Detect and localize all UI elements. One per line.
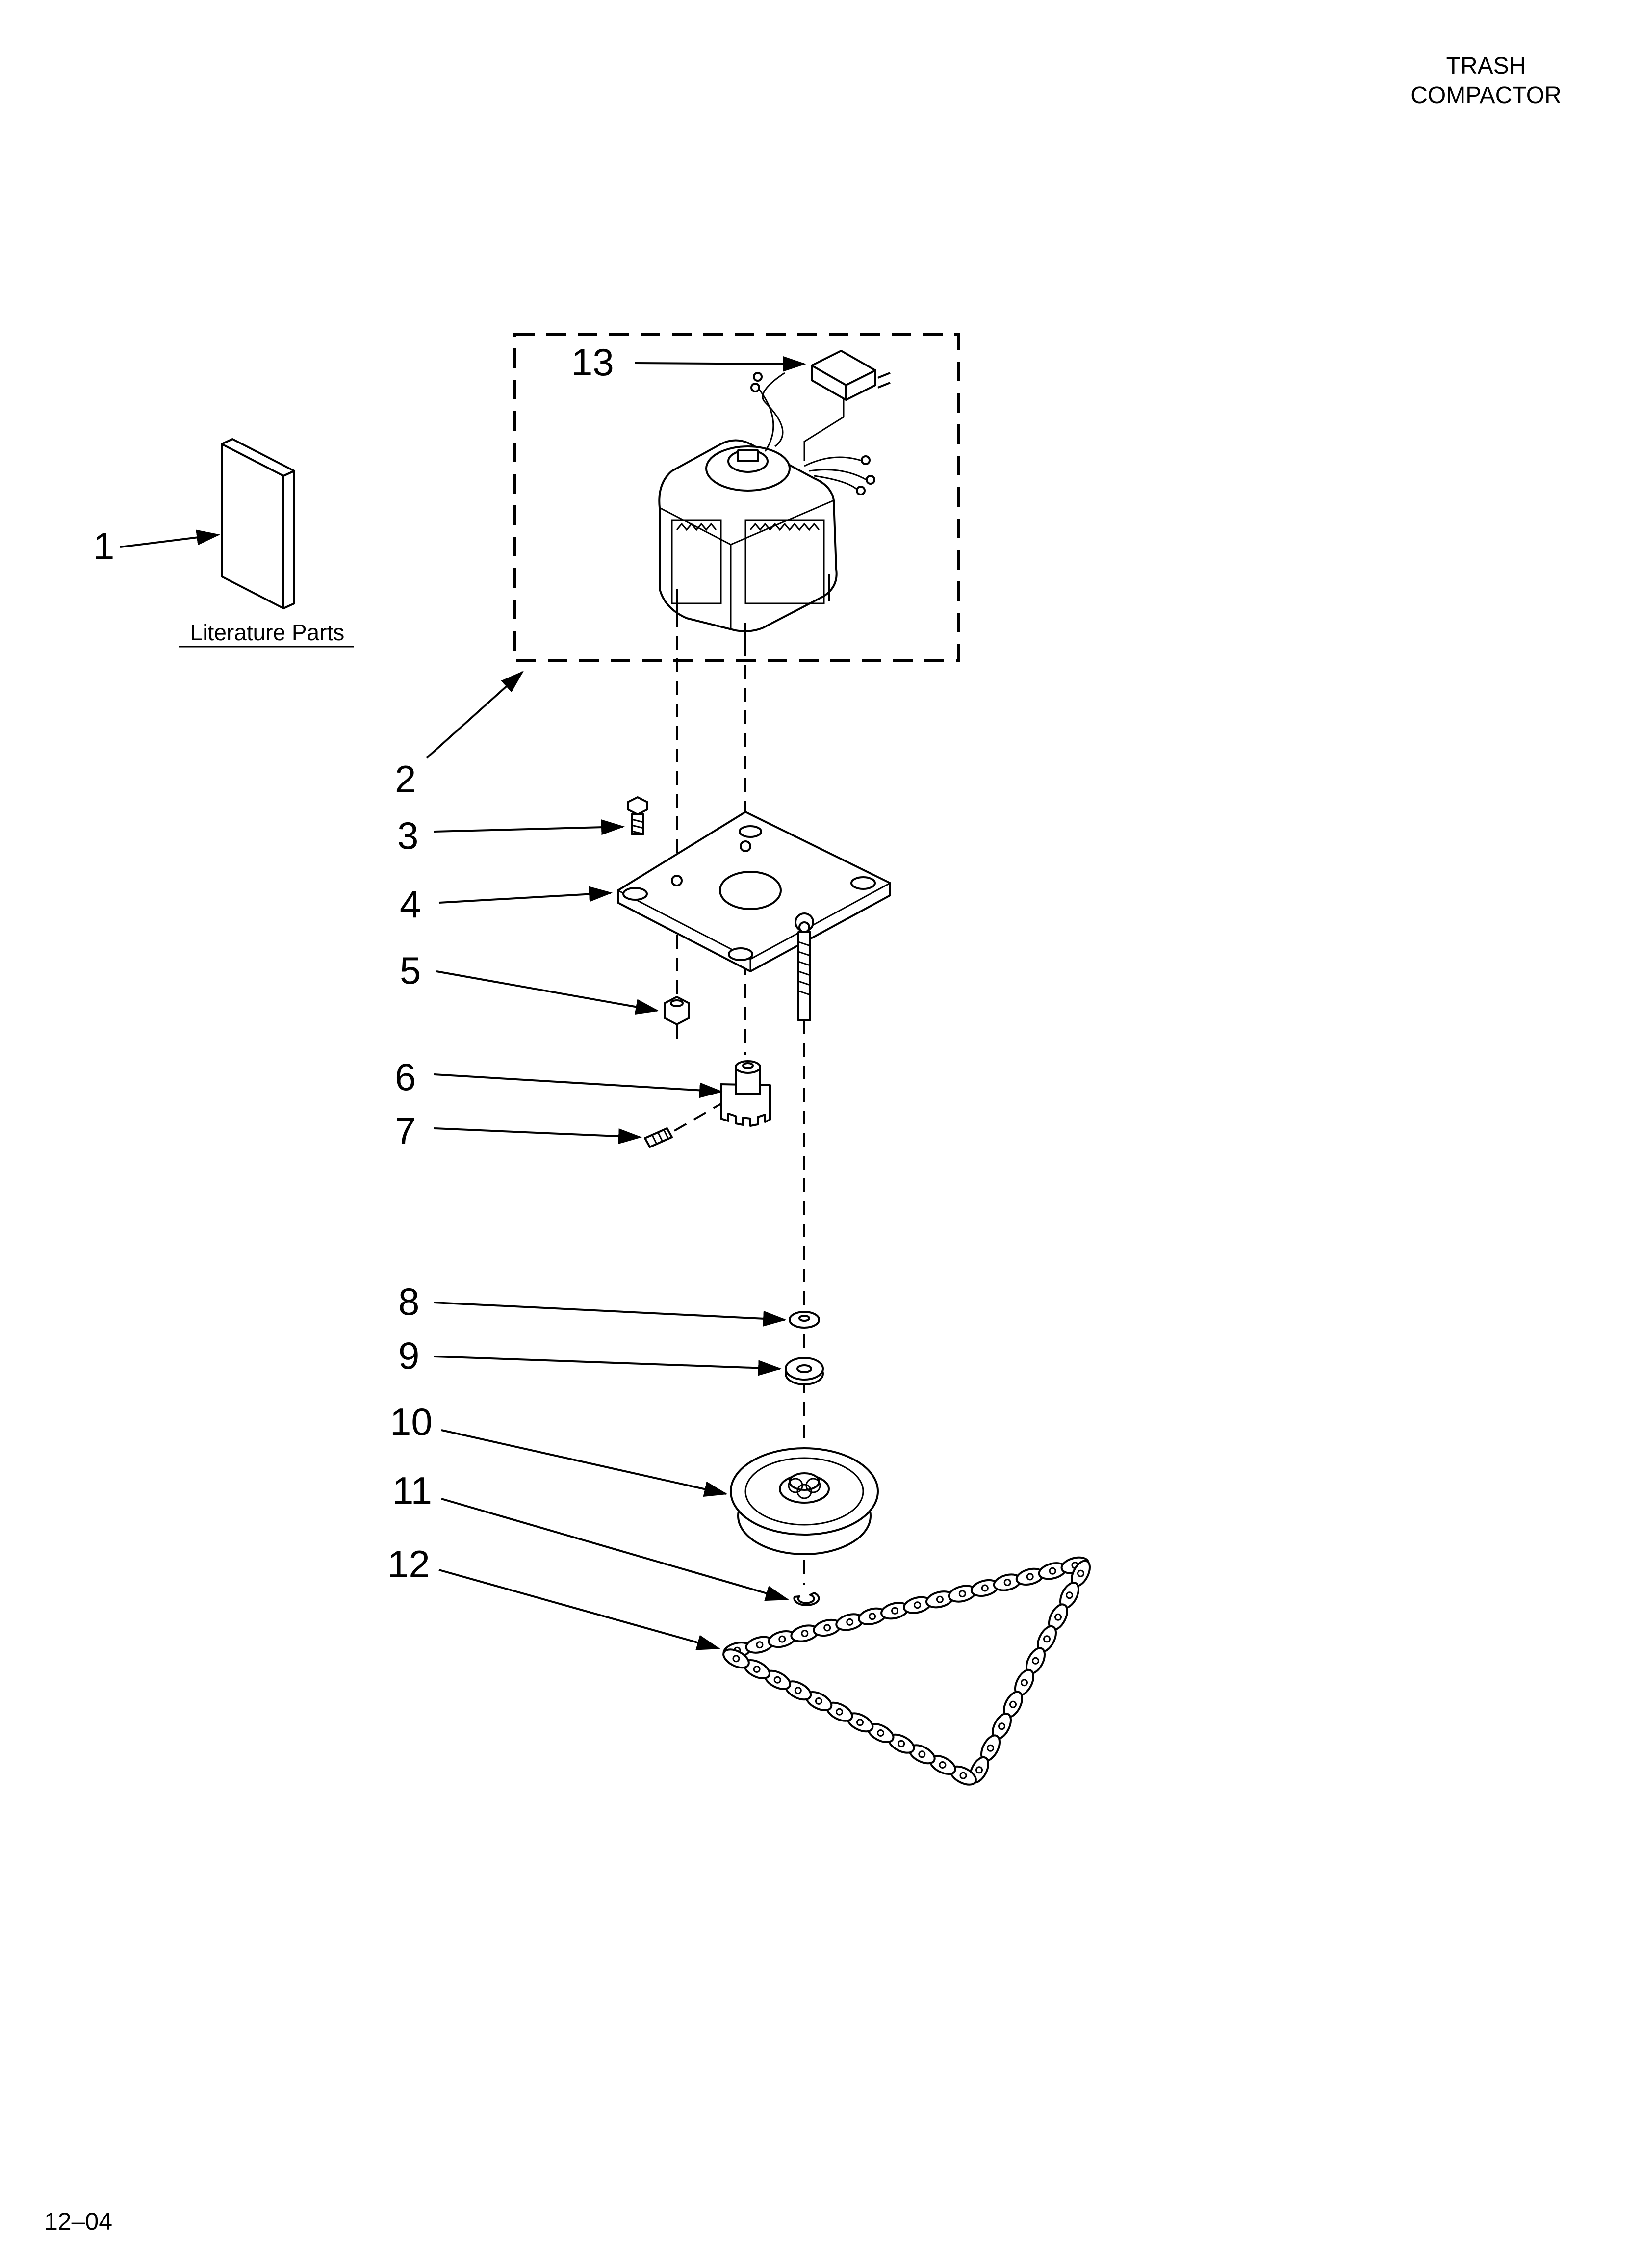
callout-7: 7 bbox=[395, 1109, 416, 1152]
chain-pin bbox=[856, 1719, 864, 1726]
chain-pin bbox=[939, 1761, 947, 1769]
callout-2: 2 bbox=[395, 757, 416, 801]
leader-12 bbox=[438, 1569, 720, 1650]
chain-pin bbox=[1049, 1567, 1056, 1575]
chain-pin bbox=[1066, 1591, 1073, 1599]
drive-gear bbox=[720, 1060, 771, 1127]
hex-nut bbox=[664, 996, 690, 1025]
callout-4: 4 bbox=[400, 883, 421, 926]
chain-pin bbox=[1054, 1613, 1062, 1621]
motor-mount-plate bbox=[617, 811, 891, 972]
callout-13: 13 bbox=[571, 340, 614, 384]
chain-pin bbox=[959, 1772, 967, 1779]
chain-pin bbox=[1009, 1700, 1017, 1708]
chain-pin bbox=[936, 1595, 944, 1603]
callout-5: 5 bbox=[400, 949, 421, 992]
chain-pin bbox=[756, 1641, 764, 1649]
chain-pin bbox=[918, 1750, 926, 1758]
motor-assembly-box bbox=[513, 333, 960, 662]
drive-motor bbox=[658, 439, 838, 643]
leader-2 bbox=[426, 671, 524, 759]
chain-pin bbox=[987, 1744, 994, 1752]
header-line-2: COMPACTOR bbox=[1411, 82, 1562, 108]
motor-switch bbox=[811, 350, 891, 401]
chain-pin bbox=[794, 1687, 802, 1694]
chain-pin bbox=[1043, 1635, 1051, 1643]
callout-3: 3 bbox=[397, 814, 418, 857]
leader-11 bbox=[441, 1498, 789, 1601]
chain-pin bbox=[958, 1590, 966, 1598]
mounting-stud bbox=[797, 931, 811, 1021]
chain-pin bbox=[778, 1635, 786, 1643]
header-line-1: TRASH bbox=[1446, 53, 1526, 79]
leader-9 bbox=[434, 1356, 782, 1376]
chain-pin bbox=[914, 1601, 921, 1609]
chain-pin bbox=[753, 1666, 761, 1673]
chain-pin bbox=[998, 1722, 1005, 1730]
leader-7 bbox=[434, 1127, 642, 1145]
chain-pin bbox=[1021, 1679, 1028, 1687]
callout-12: 12 bbox=[387, 1542, 430, 1586]
chain-pin bbox=[869, 1613, 876, 1620]
leader-1 bbox=[120, 529, 220, 548]
callout-8: 8 bbox=[398, 1280, 419, 1323]
chain-pin bbox=[1077, 1569, 1084, 1577]
chain-pin bbox=[877, 1729, 885, 1737]
chain-pin bbox=[898, 1740, 905, 1747]
motor-wiring bbox=[750, 372, 875, 495]
callout-11: 11 bbox=[392, 1469, 432, 1512]
callout-9: 9 bbox=[398, 1334, 419, 1377]
chain-pin bbox=[732, 1655, 740, 1663]
leader-8 bbox=[434, 1302, 787, 1327]
chain-pin bbox=[1032, 1657, 1039, 1665]
chain-pin bbox=[975, 1766, 983, 1774]
retaining-ring bbox=[793, 1592, 820, 1606]
chain-pin bbox=[846, 1618, 854, 1626]
mounting-screw bbox=[627, 796, 648, 835]
callout-1: 1 bbox=[93, 524, 114, 568]
spacer-washer bbox=[785, 1357, 824, 1385]
footer-code: 12–04 bbox=[44, 2208, 112, 2235]
callout-10: 10 bbox=[390, 1400, 433, 1443]
literature-parts-label: Literature Parts bbox=[190, 620, 344, 645]
chain-pin bbox=[1003, 1579, 1011, 1586]
set-screw bbox=[644, 1103, 722, 1148]
drive-sprocket bbox=[730, 1447, 879, 1555]
chain-pin bbox=[815, 1697, 822, 1705]
leader-6 bbox=[434, 1073, 723, 1098]
chain-pin bbox=[801, 1630, 809, 1637]
chain-pin bbox=[1026, 1573, 1034, 1581]
chain-link bbox=[722, 1648, 750, 1669]
callout-6: 6 bbox=[395, 1055, 416, 1098]
chain-pin bbox=[981, 1584, 989, 1592]
leader-3 bbox=[434, 819, 625, 835]
chain-pin bbox=[891, 1607, 898, 1615]
chain-pin bbox=[836, 1708, 843, 1716]
drive-chain bbox=[722, 1556, 1091, 1786]
washer-small bbox=[789, 1311, 820, 1329]
chain-pin bbox=[773, 1676, 781, 1684]
leader-13 bbox=[635, 356, 806, 372]
chain-pin bbox=[823, 1624, 831, 1632]
leader-4 bbox=[438, 886, 613, 904]
leader-10 bbox=[441, 1429, 728, 1497]
literature-parts-book bbox=[221, 438, 295, 609]
leader-5 bbox=[436, 970, 659, 1015]
